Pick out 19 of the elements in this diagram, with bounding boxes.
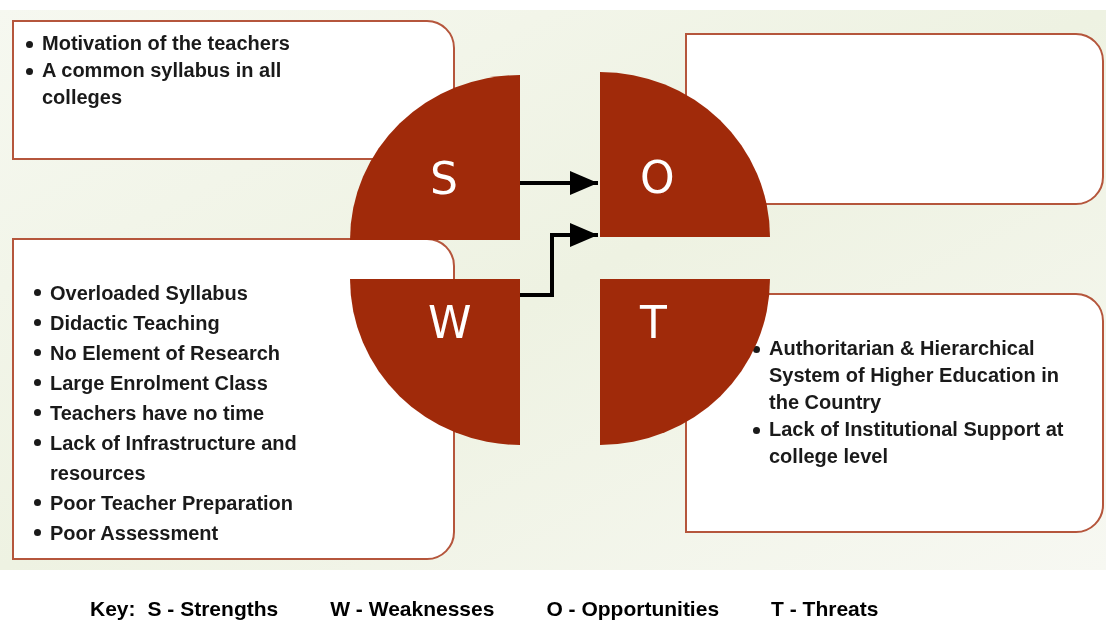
text-box [12,20,455,160]
bullet-item: Motivation of the teachers [22,30,303,57]
bullet-item: Poor Assessment [30,518,373,548]
quadrant-letter: S [430,155,458,203]
legend-entry: O - Opportunities [546,596,720,622]
key-label: Key: [90,596,136,622]
arrow [520,171,598,195]
bullet-item: Lack of Infrastructure and resources [30,428,373,488]
bullet-item: A common syllabus in all colleges [22,57,303,111]
arrow [520,223,598,297]
legend-entry: T - Threats [771,596,879,622]
legend-entry: W - Weaknesses [330,596,495,622]
legend-entry: S - Strengths [147,596,279,622]
bullet-item: Poor Teacher Preparation [30,488,373,518]
quadrant-letter: T [640,299,667,347]
quadrant-letter: W [428,299,472,347]
quadrant-letter: O [640,154,675,202]
empty-box [685,33,1104,205]
text-box [685,293,1104,533]
